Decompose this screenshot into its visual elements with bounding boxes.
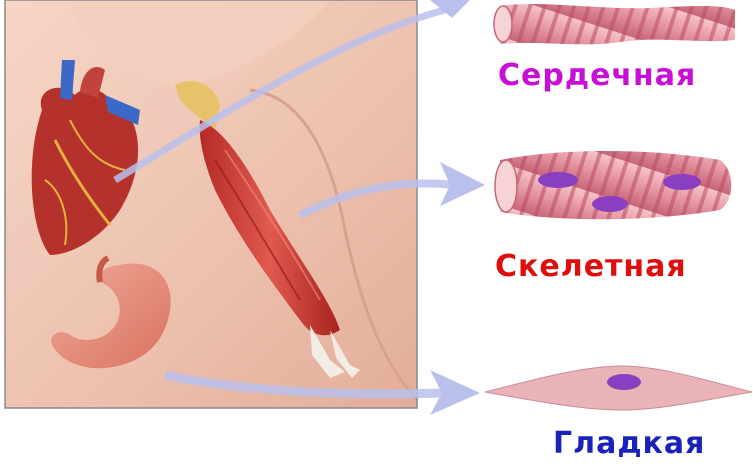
nucleus <box>607 374 641 390</box>
nucleus <box>592 196 628 212</box>
nucleus <box>663 174 701 190</box>
label-skeletal: Скелетная <box>495 249 687 284</box>
label-smooth: Гладкая <box>553 426 705 461</box>
cardiac-fiber-illustration <box>494 4 735 44</box>
smooth-fiber-illustration <box>485 366 752 410</box>
skeletal-fiber-illustration <box>495 151 731 219</box>
nucleus <box>538 172 578 188</box>
label-cardiac: Сердечная <box>498 58 696 93</box>
